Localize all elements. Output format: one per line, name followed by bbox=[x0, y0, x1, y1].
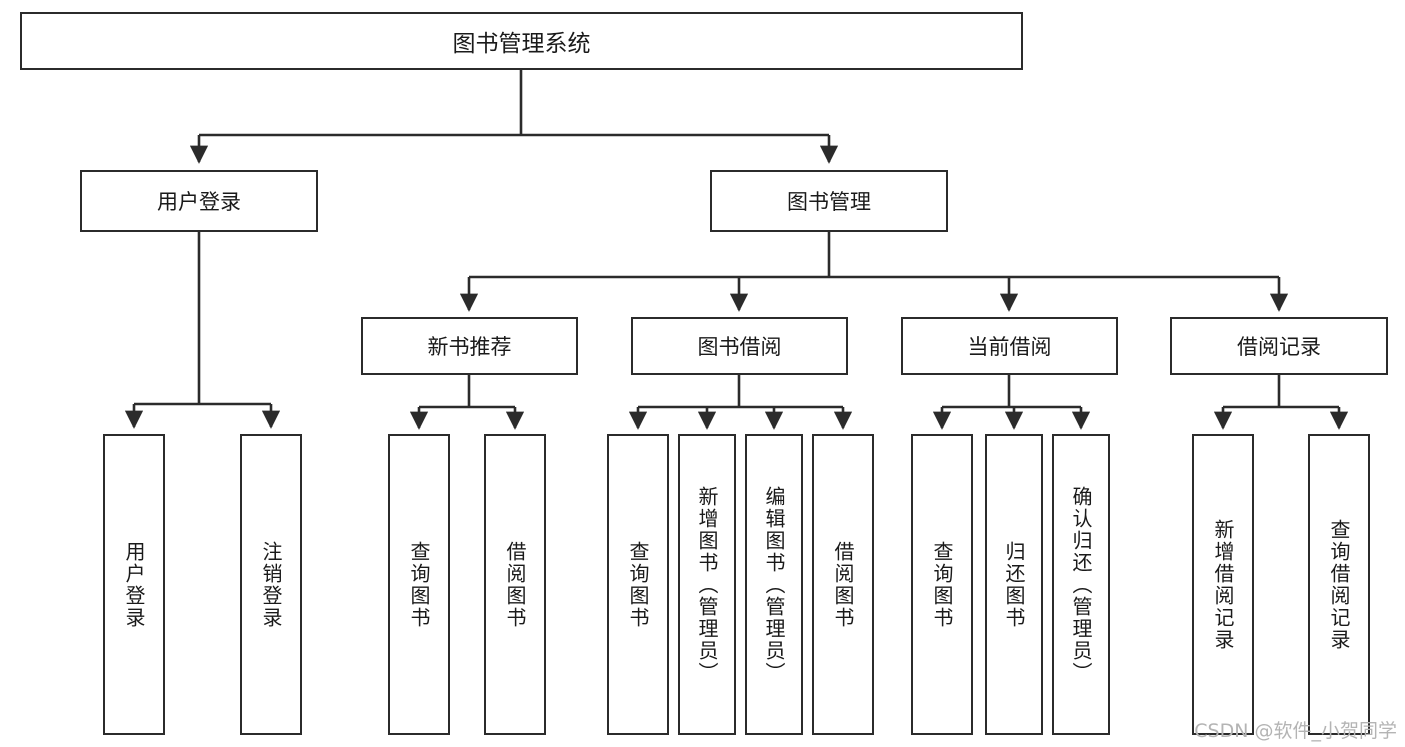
watermark-text: CSDN @软件_小贺同学 bbox=[1194, 720, 1397, 742]
node-label: 图书管理 bbox=[787, 190, 871, 214]
node-leaf-borrow-book-2[interactable]: 借阅图书 bbox=[812, 434, 874, 735]
node-label: 用户登录 bbox=[157, 190, 241, 214]
node-book-borrow[interactable]: 图书借阅 bbox=[631, 317, 848, 375]
node-label: 图书管理系统 bbox=[452, 31, 591, 57]
node-label: 归还图书 bbox=[1002, 540, 1026, 629]
node-leaf-confirm-return-admin[interactable]: 确认归还（管理员） bbox=[1052, 434, 1110, 735]
node-leaf-query-book-2[interactable]: 查询图书 bbox=[607, 434, 669, 735]
node-book-management[interactable]: 图书管理 bbox=[710, 170, 948, 232]
node-label: 借阅记录 bbox=[1237, 335, 1321, 359]
node-root[interactable]: 图书管理系统 bbox=[20, 12, 1023, 70]
node-borrow-records[interactable]: 借阅记录 bbox=[1170, 317, 1388, 375]
node-leaf-query-book-1[interactable]: 查询图书 bbox=[388, 434, 450, 735]
node-label: 查询图书 bbox=[407, 540, 431, 629]
node-label: 新书推荐 bbox=[427, 335, 512, 359]
node-label: 借阅图书 bbox=[831, 540, 855, 629]
node-current-borrow[interactable]: 当前借阅 bbox=[901, 317, 1118, 375]
node-label: 查询图书 bbox=[930, 540, 954, 629]
node-label: 查询借阅记录 bbox=[1327, 518, 1351, 651]
node-leaf-borrow-book-1[interactable]: 借阅图书 bbox=[484, 434, 546, 735]
node-leaf-edit-book-admin[interactable]: 编辑图书（管理员） bbox=[745, 434, 803, 735]
node-label: 用户登录 bbox=[122, 540, 146, 629]
node-user-login[interactable]: 用户登录 bbox=[80, 170, 318, 232]
node-leaf-add-book-admin[interactable]: 新增图书（管理员） bbox=[678, 434, 736, 735]
node-label: 新增图书（管理员） bbox=[695, 485, 719, 684]
node-new-book-recommend[interactable]: 新书推荐 bbox=[361, 317, 578, 375]
node-leaf-user-login[interactable]: 用户登录 bbox=[103, 434, 165, 735]
node-label: 查询图书 bbox=[626, 540, 650, 629]
node-leaf-query-borrow-record[interactable]: 查询借阅记录 bbox=[1308, 434, 1370, 735]
node-label: 新增借阅记录 bbox=[1211, 518, 1235, 651]
node-label: 图书借阅 bbox=[697, 335, 782, 359]
node-label: 编辑图书（管理员） bbox=[762, 485, 786, 684]
node-label: 注销登录 bbox=[259, 540, 283, 629]
node-label: 借阅图书 bbox=[503, 540, 527, 629]
node-label: 当前借阅 bbox=[967, 335, 1052, 359]
node-label: 确认归还（管理员） bbox=[1069, 485, 1093, 684]
node-leaf-logout[interactable]: 注销登录 bbox=[240, 434, 302, 735]
node-leaf-add-borrow-record[interactable]: 新增借阅记录 bbox=[1192, 434, 1254, 735]
node-leaf-return-book[interactable]: 归还图书 bbox=[985, 434, 1043, 735]
node-leaf-query-book-3[interactable]: 查询图书 bbox=[911, 434, 973, 735]
